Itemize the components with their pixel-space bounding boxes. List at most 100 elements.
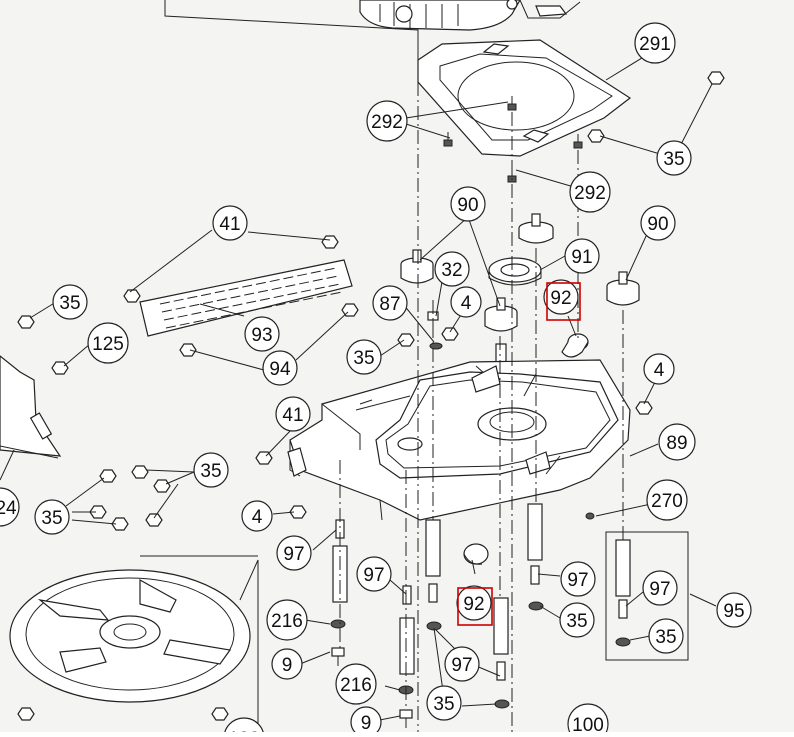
svg-text:216: 216 (340, 675, 372, 696)
callout-90-a: 90 (450, 186, 486, 222)
callout-35-top: 35 (656, 140, 692, 176)
bracket-125 (0, 355, 62, 459)
svg-text:4: 4 (654, 360, 665, 381)
svg-text:292: 292 (371, 112, 403, 133)
callout-93: 93 (244, 316, 280, 352)
svg-text:32: 32 (441, 260, 462, 281)
washer-91 (488, 257, 542, 286)
nut-41-left (123, 289, 141, 303)
nut-bottom-left (17, 707, 35, 721)
isolator-90-right-top (518, 213, 554, 244)
callout-292-top: 292 (366, 100, 408, 142)
svg-text:97: 97 (567, 570, 588, 591)
svg-text:35: 35 (566, 611, 587, 632)
callout-35-deck: 35 (346, 339, 382, 375)
bushing-92-upper (561, 333, 589, 358)
callout-41-deck: 41 (275, 396, 311, 432)
svg-text:35: 35 (41, 508, 62, 529)
nut-94-right (341, 303, 359, 317)
callout-89: 89 (658, 423, 696, 461)
svg-text:87: 87 (379, 294, 400, 315)
callout-32: 32 (434, 251, 470, 287)
svg-text:92: 92 (550, 288, 571, 309)
nut-35-topright (707, 71, 725, 85)
callout-35-fan-left: 35 (34, 499, 70, 535)
svg-text:97: 97 (283, 544, 304, 565)
isolator-90-center (484, 297, 518, 332)
fan-pulley (9, 555, 259, 732)
svg-text:97: 97 (363, 565, 384, 586)
svg-text:270: 270 (651, 491, 683, 512)
callout-24: 24 (0, 487, 20, 527)
callout-97-e: 97 (444, 646, 480, 682)
callout-216-b: 216 (335, 663, 377, 705)
nut-35-c (153, 479, 171, 493)
svg-text:97: 97 (451, 655, 472, 676)
bolt-9-a (331, 647, 345, 666)
callout-94: 94 (262, 350, 298, 386)
callout-92-lower: 92 (456, 585, 493, 626)
mount-plate-291 (417, 39, 632, 157)
callout-95: 95 (716, 592, 752, 628)
nut-35-left (17, 315, 35, 329)
bolt-9-b (399, 709, 413, 728)
nut-35-a (99, 469, 117, 483)
svg-text:24: 24 (0, 498, 17, 519)
callout-216-a: 216 (266, 599, 308, 641)
isolator-90-right (606, 271, 640, 306)
svg-text:9: 9 (361, 713, 372, 732)
callout-90-b: 90 (640, 205, 676, 241)
callout-125: 125 (87, 322, 129, 364)
svg-text:94: 94 (269, 359, 291, 380)
engine (359, 0, 581, 31)
svg-text:35: 35 (433, 694, 454, 715)
guard-93 (139, 259, 353, 337)
deck-89 (289, 359, 631, 521)
nut-94-left (179, 343, 197, 357)
bushing-92-lower (463, 543, 489, 565)
nut-35-plate (587, 129, 605, 143)
bolt-292-right (573, 134, 583, 149)
callout-270: 270 (646, 479, 688, 521)
nut-35-b (131, 465, 149, 479)
callout-35-fan-right: 35 (193, 452, 229, 488)
nut-125 (51, 361, 69, 375)
nut-41-top (321, 235, 339, 249)
callout-92-upper: 92 (543, 279, 581, 321)
nut-4-right (635, 401, 653, 415)
svg-text:4: 4 (461, 293, 472, 314)
callout-9-b: 9 (350, 706, 382, 737)
callout-35-left: 35 (52, 284, 88, 320)
svg-text:89: 89 (666, 433, 687, 454)
svg-text:216: 216 (271, 611, 303, 632)
svg-text:291: 291 (639, 34, 671, 55)
svg-text:35: 35 (655, 627, 676, 648)
callout-35-kit: 35 (648, 618, 684, 654)
svg-text:9: 9 (282, 655, 293, 676)
svg-text:35: 35 (663, 149, 684, 170)
callout-100: 100 (567, 703, 609, 737)
svg-text:91: 91 (571, 247, 592, 268)
bolt-292-center (507, 96, 517, 111)
standoff-center-left (425, 519, 441, 603)
nut-bottom-mid (211, 707, 229, 721)
pin-270 (585, 512, 595, 520)
callout-97-b: 97 (356, 556, 392, 592)
bolt-292-left (443, 132, 453, 147)
washer-87 (429, 342, 443, 350)
engine-leader (164, 0, 419, 60)
standoff-center-right (493, 597, 509, 681)
svg-text:41: 41 (282, 405, 303, 426)
callout-291: 291 (634, 22, 676, 64)
callout-97-c: 97 (560, 561, 596, 597)
svg-text:97: 97 (649, 579, 670, 600)
svg-text:41: 41 (219, 214, 240, 235)
svg-text:95: 95 (723, 601, 744, 622)
svg-text:292: 292 (574, 183, 606, 204)
callout-4-center: 4 (450, 286, 482, 318)
standoff-center (399, 585, 415, 675)
nut-35-f (145, 513, 163, 527)
svg-text:125: 125 (92, 334, 124, 355)
callout-87: 87 (372, 285, 408, 321)
